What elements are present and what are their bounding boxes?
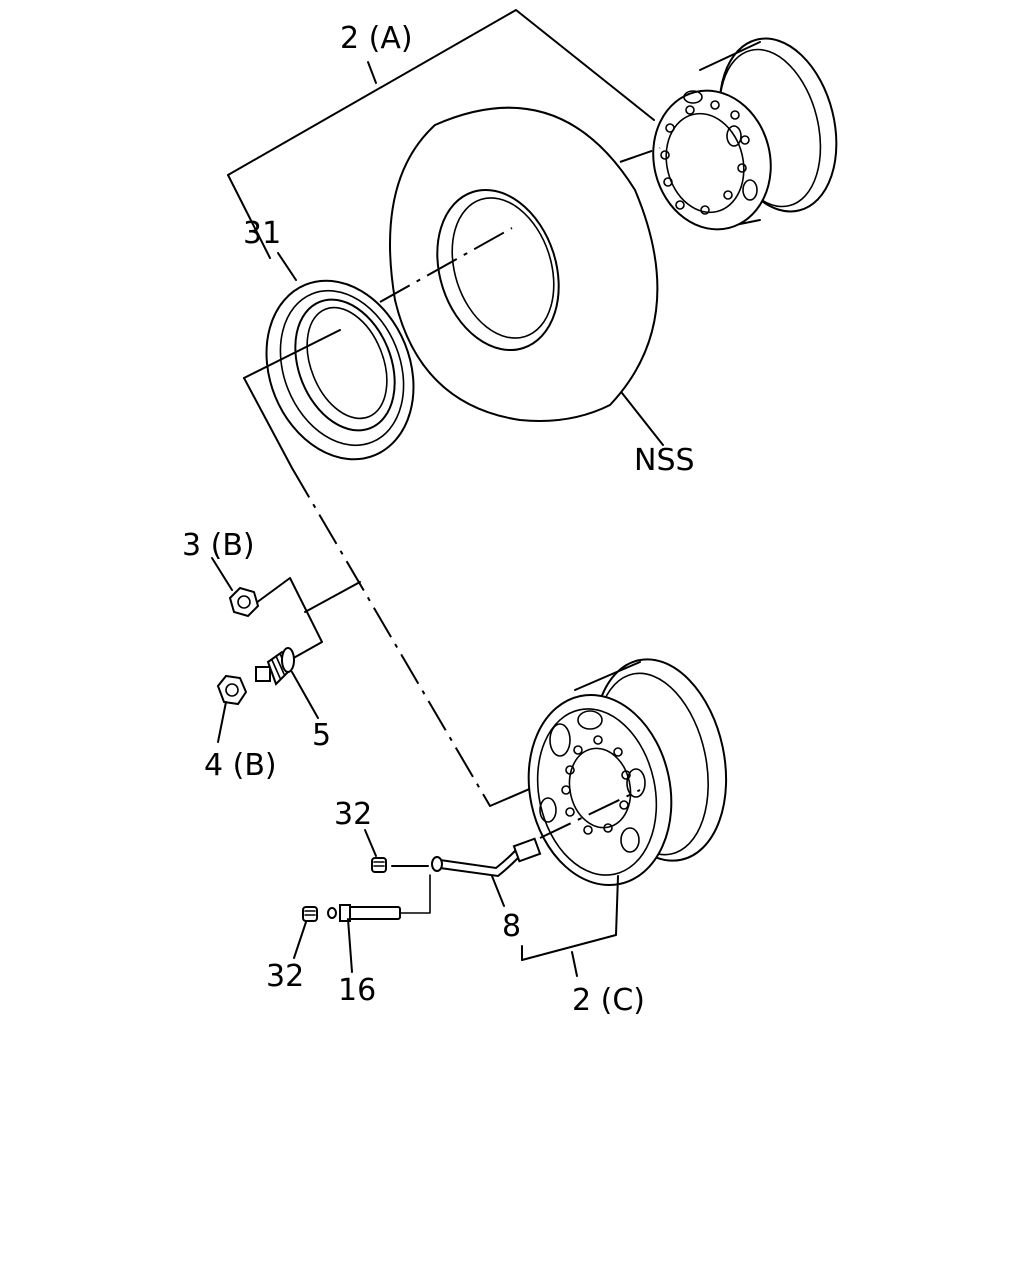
label-wheel-assy-a: 2 (A) [340,21,413,56]
stud-bolt-5 [255,647,319,719]
front-wheel-rim [521,658,728,977]
valve-16 [327,874,431,973]
cap-32-upper [364,829,387,873]
bracket-nut-stud [255,577,361,661]
valve-extension-8 [391,837,542,907]
leader-lines-main [243,329,556,807]
label-cap-32-upper: 32 [334,797,372,832]
label-cap-32-lower: 32 [266,959,304,994]
label-valve-extension: 8 [502,909,521,944]
nut-3b [211,557,260,618]
label-stud-bolt: 5 [312,718,331,753]
cap-32-lower [293,906,318,959]
label-valve: 16 [338,973,376,1008]
flap-31 [265,252,415,461]
bracket-2a [227,9,655,259]
rear-wheel-rim [619,37,838,231]
label-wheel-assy-c: 2 (C) [572,983,645,1018]
nut-4b [216,674,248,743]
label-flap: 31 [243,216,281,251]
tire-nss [379,106,664,446]
label-tire: NSS [634,443,695,478]
label-nut-3b: 3 (B) [182,528,255,563]
label-nut-4b: 4 (B) [204,748,277,783]
